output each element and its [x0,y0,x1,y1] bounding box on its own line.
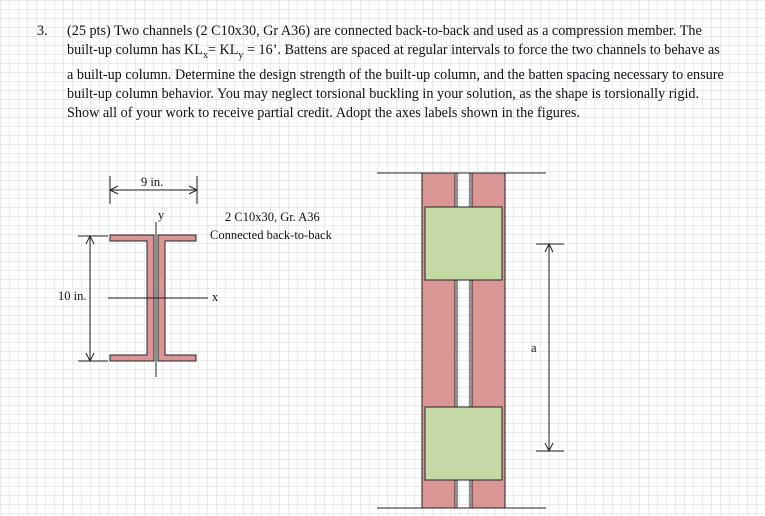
height-dimension-label: 10 in. [58,289,87,303]
batten-bottom [424,406,503,481]
section-label-line1: 2 C10x30, Gr. A36 [225,210,320,224]
batten-top [424,206,503,281]
subscript-x: x [202,50,208,62]
problem-text-part1: (25 pts) Two channels (2 C10x30, Gr A36)… [67,23,702,59]
channel-elevation-right [471,172,506,509]
x-axis-label: x [212,290,219,304]
batten-spacing-label: a [531,341,537,355]
channel-right [157,234,197,362]
problem-statement: 3. (25 pts) Two channels (2 C10x30, Gr A… [37,22,727,124]
width-dimension-label: 9 in. [141,175,164,189]
problem-number: 3. [37,23,48,39]
channel-elevation-left [421,172,456,509]
channel-left [109,234,155,362]
problem-text: (25 pts) Two channels (2 C10x30, Gr A36)… [67,22,727,124]
problem-text-eq: = KL [207,42,239,59]
subscript-y: y [238,50,244,62]
problem-text-part2: = 16’. Battens are spaced at regular int… [67,42,724,122]
section-label-line2: Connected back-to-back [210,228,332,242]
y-axis-label: y [158,208,165,222]
